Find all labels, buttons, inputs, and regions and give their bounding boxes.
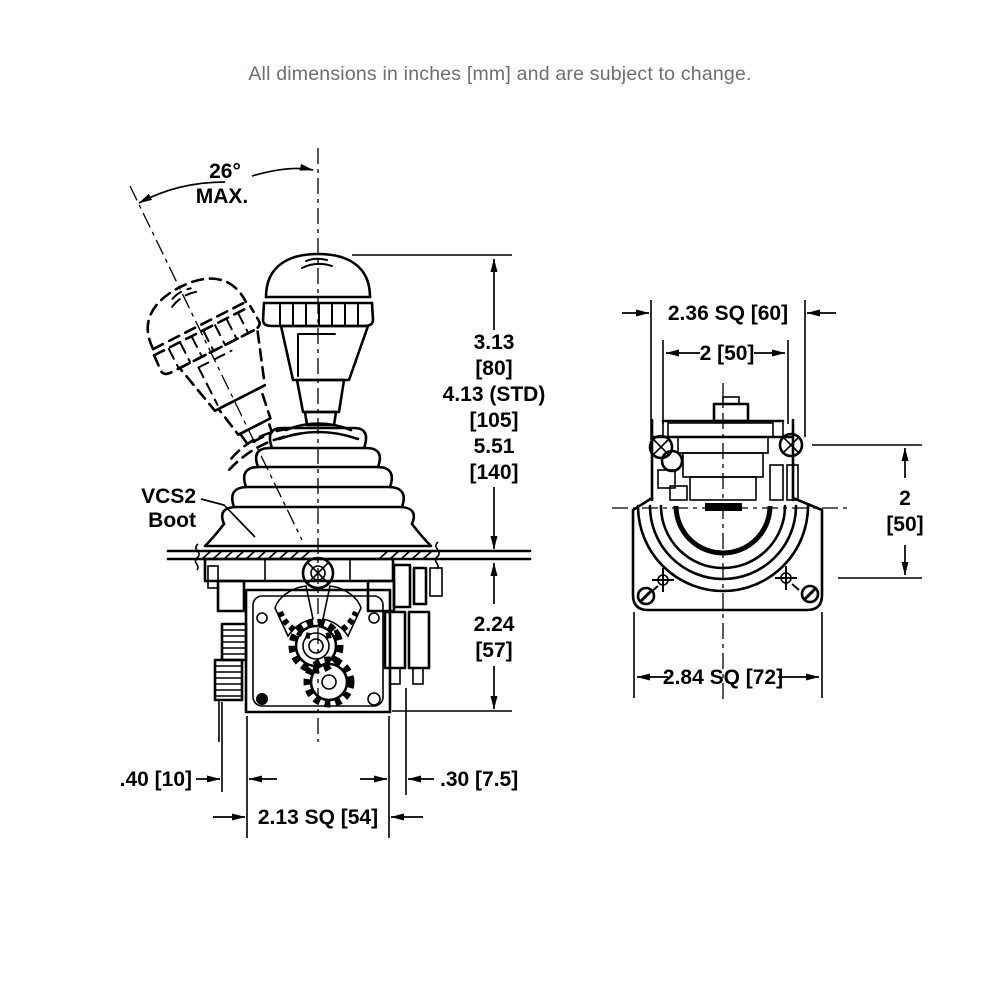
panel-break-right	[434, 541, 440, 570]
fv-datum-mark-right	[775, 566, 800, 591]
left-bracket	[216, 579, 246, 613]
dim-3-13: 3.13	[474, 331, 515, 354]
dim-105mm: [105]	[469, 409, 518, 432]
boot-label-line2: Boot	[148, 509, 196, 532]
height-dimensions: 3.13 [80] 4.13 (STD) [105] 5.51 [140] 2.…	[352, 254, 546, 712]
dim-2-v: 2	[899, 487, 911, 510]
fv-depth-dimension: 2 [50]	[812, 444, 924, 579]
dim-140mm: [140]	[469, 461, 518, 484]
dim-57mm: [57]	[475, 639, 512, 662]
dim-4-13-std: 4.13 (STD)	[443, 383, 546, 406]
fv-datum-mark-left	[650, 568, 674, 593]
tilted-centerline	[129, 185, 303, 541]
angle-value-label: 26°	[209, 160, 241, 183]
fv-flange	[631, 496, 824, 612]
side-view: 26° MAX.	[120, 148, 546, 838]
dim-40-10: .40 [10]	[120, 768, 192, 791]
fv-top-dimensions: 2.36 SQ [60] 2 [50]	[622, 300, 836, 440]
dim-2-13-sq: 2.13 SQ [54]	[258, 806, 378, 829]
pivot-bearing	[301, 556, 335, 590]
dim-2-24: 2.24	[474, 613, 515, 636]
left-adjusters	[213, 622, 248, 742]
angle-arc-left	[138, 181, 226, 204]
fv-screw-right	[778, 432, 804, 458]
fv-center-slot	[705, 503, 742, 511]
angle-arc-right	[251, 163, 314, 177]
boot-bellows	[203, 426, 433, 548]
knob-tilted	[129, 260, 315, 479]
dim-2-84-sq: 2.84 SQ [72]	[663, 666, 783, 689]
right-terminals	[383, 563, 443, 685]
bottom-dimensions: .40 [10] .30 [7.5] 2.13 SQ [54]	[120, 688, 518, 838]
dimensions-note: All dimensions in inches [mm] and are su…	[248, 63, 752, 85]
dim-30-7-5: .30 [7.5]	[440, 768, 518, 791]
fv-corner-screw-right	[800, 584, 820, 604]
dim-50mm-v: [50]	[886, 513, 923, 536]
dim-5-51: 5.51	[474, 435, 515, 458]
fv-gimbal-arcs	[636, 504, 810, 593]
boot-leader-line	[200, 498, 256, 538]
fv-bottom-dimension: 2.84 SQ [72]	[633, 612, 823, 698]
dim-2-36-sq: 2.36 SQ [60]	[668, 302, 788, 325]
dim-2-50-h: 2 [50]	[700, 342, 755, 365]
dim-80mm: [80]	[475, 357, 512, 380]
fv-corner-screw-left	[636, 586, 656, 606]
housing-flange	[203, 557, 395, 583]
fv-upper-mechanism	[648, 396, 804, 502]
panel-break-left	[194, 543, 200, 571]
panel-hatching	[201, 550, 433, 560]
fv-roller	[660, 449, 684, 473]
boot-label-line1: VCS2	[141, 485, 196, 508]
angle-max-label: MAX.	[196, 185, 249, 208]
under-panel-mechanism	[203, 556, 443, 742]
spur-gears	[288, 618, 355, 708]
front-view: 2.36 SQ [60] 2 [50] 2 [50] 2.84 SQ	[612, 300, 924, 700]
